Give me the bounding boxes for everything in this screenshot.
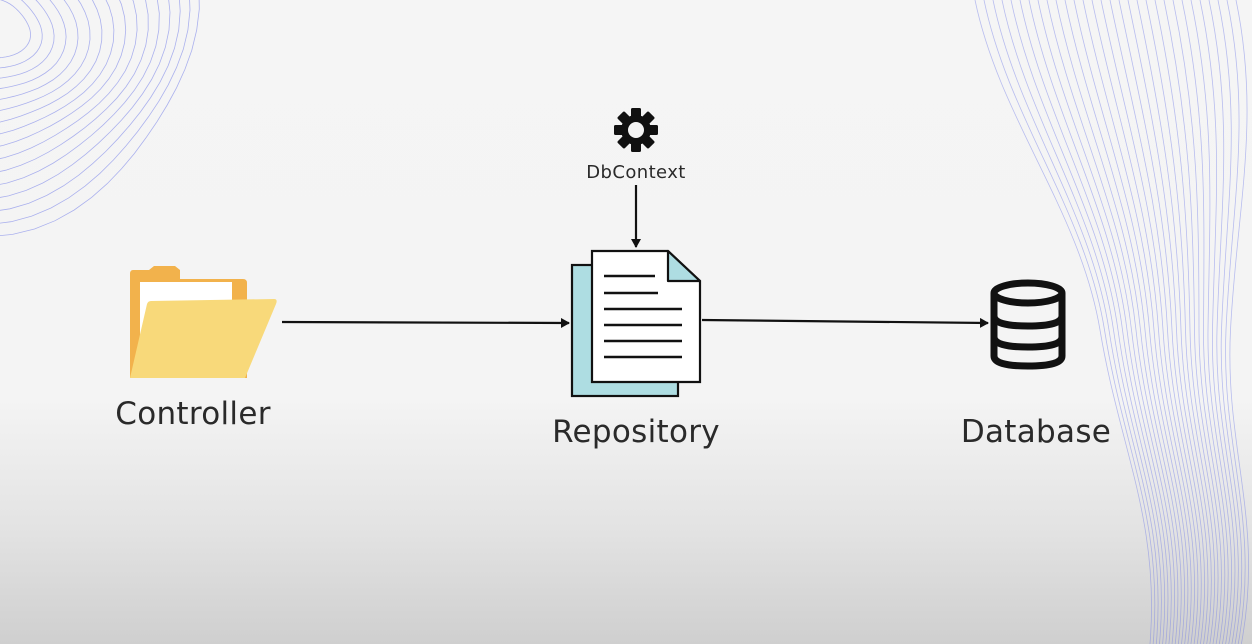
folder-icon — [130, 266, 277, 378]
edge-repository-to-database — [701, 317, 989, 328]
database-label: Database — [960, 414, 1112, 450]
document-icon — [570, 249, 702, 398]
repository-label: Repository — [552, 414, 720, 450]
waves-right-decoration — [974, 0, 1249, 644]
dbcontext-label: DbContext — [586, 162, 686, 183]
edge-controller-to-repository — [281, 317, 570, 328]
waves-left-decoration — [0, 0, 200, 237]
database-icon — [990, 279, 1066, 370]
gear-icon — [614, 108, 658, 152]
controller-label: Controller — [115, 396, 271, 432]
